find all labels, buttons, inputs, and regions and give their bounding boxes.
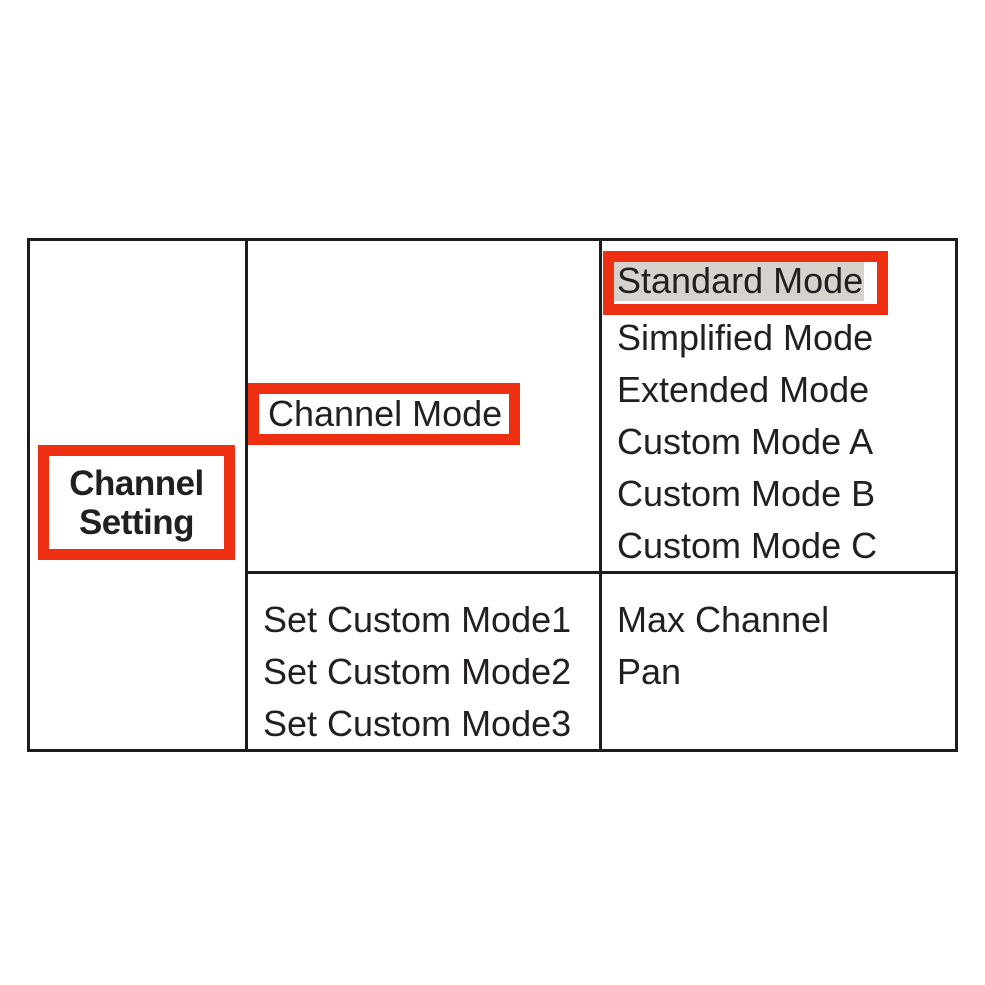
option-extended-mode: Extended Mode [617, 369, 870, 410]
menu-table [27, 238, 958, 752]
channel-mode-label: Channel Mode [268, 393, 503, 434]
standard-mode-callout: Standard Mode [603, 251, 888, 315]
channel-setting-label-line1: Channel [69, 463, 204, 503]
item-set-custom-mode2: Set Custom Mode2 [263, 651, 572, 692]
channel-setting-callout: Channel Setting [38, 445, 235, 560]
other-settings-list: Max Channel Pan [617, 594, 829, 698]
channel-mode-callout: Channel Mode [248, 383, 520, 445]
column-divider-2 [599, 241, 602, 749]
item-max-channel: Max Channel [617, 599, 830, 640]
item-set-custom-mode3: Set Custom Mode3 [263, 703, 572, 744]
option-standard-mode-selected: Standard Mode [614, 262, 864, 301]
channel-mode-options-list: Simplified Mode Extended Mode Custom Mod… [617, 312, 877, 572]
set-custom-mode-list: Set Custom Mode1 Set Custom Mode2 Set Cu… [263, 594, 571, 750]
row-divider [245, 571, 955, 574]
option-simplified-mode: Simplified Mode [617, 317, 874, 358]
column-divider-1 [245, 241, 248, 749]
item-set-custom-mode1: Set Custom Mode1 [263, 599, 572, 640]
option-custom-mode-b: Custom Mode B [617, 473, 876, 514]
option-custom-mode-c: Custom Mode C [617, 525, 878, 566]
item-pan: Pan [617, 651, 682, 692]
channel-setting-label-line2: Setting [78, 502, 195, 542]
option-custom-mode-a: Custom Mode A [617, 421, 874, 462]
